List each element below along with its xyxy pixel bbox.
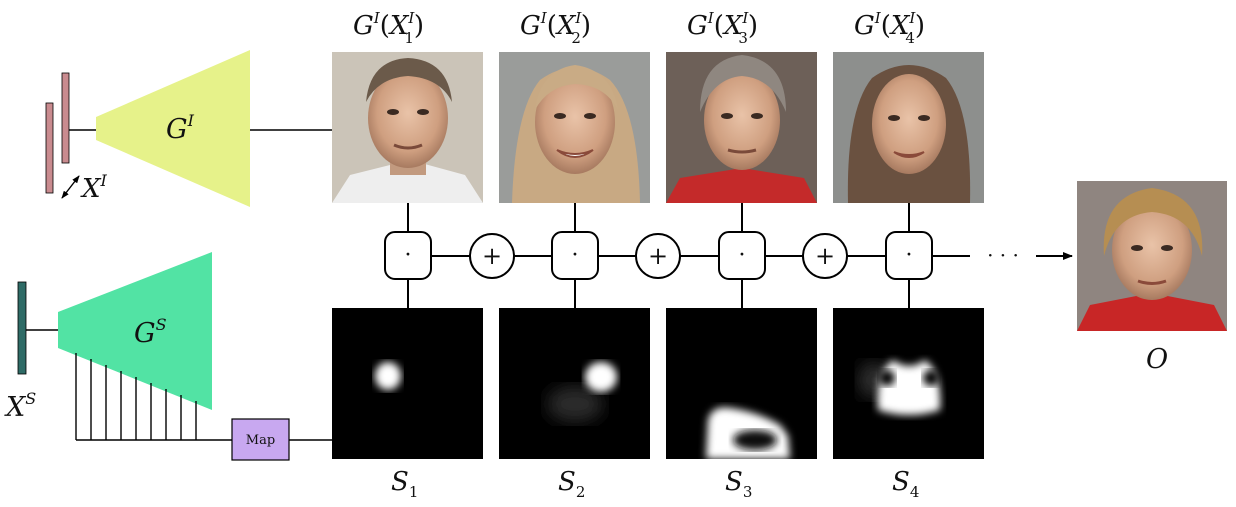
multiply-node-1: · xyxy=(384,231,432,280)
intermediate-feature-taps xyxy=(75,353,232,441)
svg-text:+: + xyxy=(815,242,835,270)
image-generator xyxy=(96,50,250,207)
multiply-node-2: · xyxy=(551,231,599,280)
add-node-1: + xyxy=(469,233,515,279)
multiply-node-4: · xyxy=(885,231,933,280)
output-image xyxy=(1077,181,1227,331)
svg-text:·: · xyxy=(572,243,579,268)
map-block xyxy=(231,418,290,461)
latent-change-arrow xyxy=(61,175,80,199)
mask-image-1 xyxy=(332,308,483,459)
ellipsis: · · · xyxy=(987,243,1019,267)
add-node-3: + xyxy=(802,233,848,279)
image-latent-label: XI xyxy=(80,171,108,204)
svg-text:·: · xyxy=(405,243,412,268)
svg-text:+: + xyxy=(648,242,668,270)
mask-image-3 xyxy=(666,308,817,459)
mask-1-label: S1 xyxy=(391,467,418,501)
mask-3-label: S3 xyxy=(725,467,752,501)
image-generator-label: GI xyxy=(166,111,195,145)
face-image-1 xyxy=(332,52,483,203)
face-image-4 xyxy=(833,52,984,203)
output-label: O xyxy=(1146,344,1168,375)
mask-4-label: S4 xyxy=(892,467,919,501)
shape-generator-label: GS xyxy=(134,315,167,349)
shape-generator xyxy=(58,252,212,410)
face-image-3 xyxy=(666,52,817,203)
shape-latent-label: XS xyxy=(4,389,36,423)
shape-latent-bar xyxy=(17,281,27,375)
mask-image-4 xyxy=(833,308,984,459)
mask-2-label: S2 xyxy=(558,467,585,501)
svg-text:·: · xyxy=(739,243,746,268)
svg-text:·: · xyxy=(906,243,913,268)
svg-text:+: + xyxy=(482,242,502,270)
mask-image-2 xyxy=(499,308,650,459)
face-image-2 xyxy=(499,52,650,203)
image-latent-bars xyxy=(45,72,70,194)
map-label: Map xyxy=(246,433,275,448)
add-node-2: + xyxy=(635,233,681,279)
multiply-node-3: · xyxy=(718,231,766,280)
